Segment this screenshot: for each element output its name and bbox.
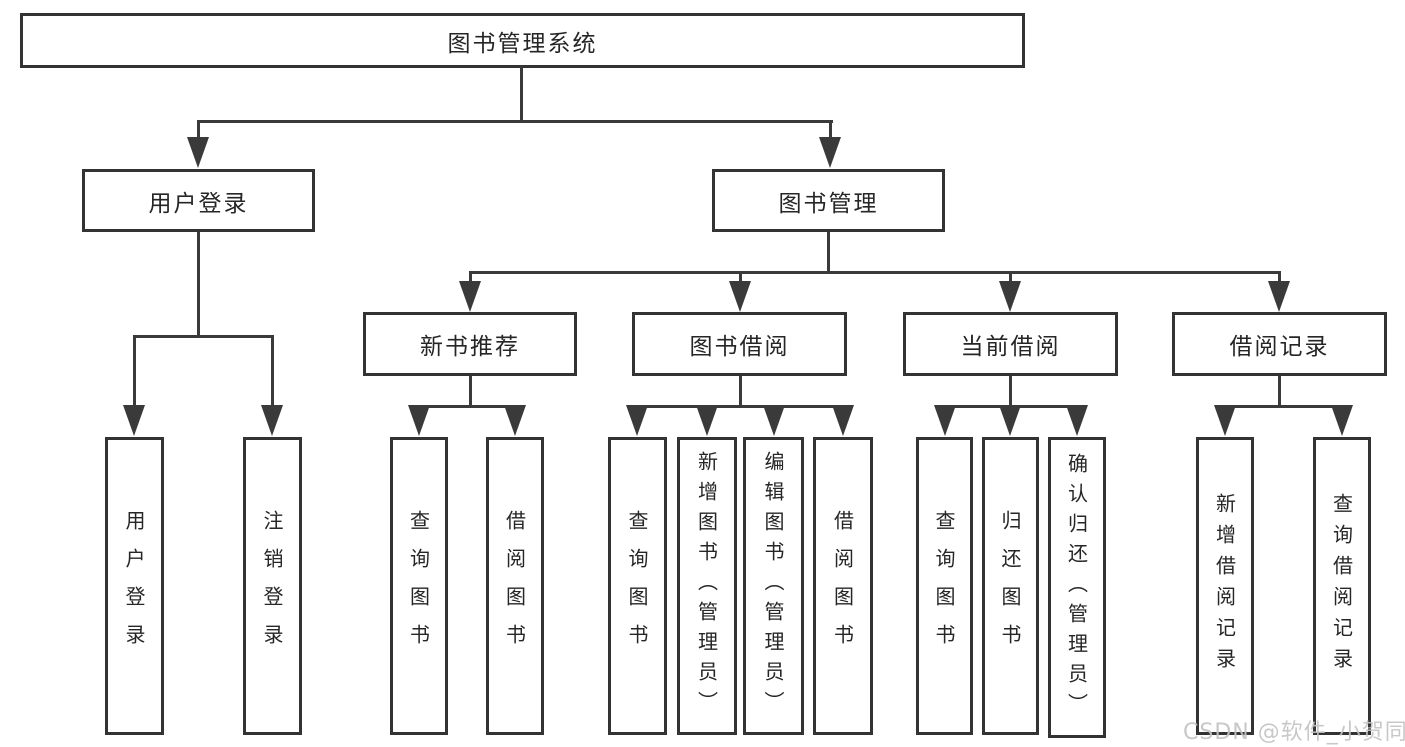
leaf-confirm-return-admin: 确认归还（管理员） [1048,437,1106,738]
connector-line [827,232,830,274]
connector-arrow [832,405,854,436]
connector-arrow [934,405,956,436]
connector-line [1224,405,1343,408]
connector-line [469,376,472,408]
node-current-borrow: 当前借阅 [903,312,1118,376]
connector-arrow [123,405,145,436]
connector-line [133,335,136,407]
leaf-label: 借阅图书 [502,510,527,662]
leaf-add-borrow-record: 新增借阅记录 [1196,437,1254,735]
leaf-label: 查询借阅记录 [1329,493,1354,679]
leaf-label: 新增图书（管理员） [694,451,719,721]
node-label: 图书借阅 [689,334,790,360]
connector-line [197,120,833,123]
connector-arrow [819,137,841,168]
connector-arrow [729,281,751,312]
leaf-logout: 注销登录 [243,437,302,735]
connector-line [829,120,832,142]
connector-line [271,335,274,407]
leaf-user-login: 用户登录 [105,437,164,735]
leaf-query-borrow-record: 查询借阅记录 [1313,437,1371,735]
connector-arrow [999,405,1021,436]
connector-line [520,66,523,122]
connector-arrow [763,405,785,436]
leaf-add-book-admin: 新增图书（管理员） [677,437,737,735]
leaf-query-book-borrow: 查询图书 [608,437,667,735]
connector-arrow [261,405,283,436]
node-label: 新书推荐 [420,334,520,360]
connector-arrow [1066,405,1088,436]
connector-line [197,232,200,338]
node-label: 借阅记录 [1229,334,1330,360]
node-label: 用户登录 [148,190,249,217]
connector-line [133,335,274,338]
connector-line [1278,271,1281,285]
connector-arrow [504,405,526,436]
leaf-label: 查询图书 [932,510,956,662]
connector-line [739,271,742,285]
leaf-label: 查询图书 [406,510,431,662]
leaf-label: 用户登录 [122,510,146,662]
connector-arrow [999,281,1021,312]
connector-arrow [1268,281,1290,312]
node-label: 图书管理 [778,190,879,217]
leaf-query-book-current: 查询图书 [916,437,973,735]
node-borrow-record: 借阅记录 [1172,312,1387,376]
leaf-query-book-recommend: 查询图书 [390,437,448,735]
leaf-label: 编辑图书（管理员） [761,451,785,721]
node-user-login: 用户登录 [82,169,315,232]
connector-arrow [1331,405,1353,436]
node-book-borrow: 图书借阅 [632,312,847,376]
connector-line [197,120,200,142]
connector-arrow [459,281,481,312]
node-new-book-recommend: 新书推荐 [363,312,577,376]
leaf-label: 确认归还（管理员） [1064,452,1089,723]
leaf-label: 归还图书 [998,510,1022,662]
leaf-return-book: 归还图书 [982,437,1039,735]
leaf-edit-book-admin: 编辑图书（管理员） [743,437,804,735]
connector-line [1009,271,1012,285]
leaf-label: 注销登录 [260,510,284,662]
connector-line [418,405,517,408]
connector-arrow [187,137,209,168]
leaf-label: 借阅图书 [830,510,855,662]
connector-line [1009,376,1012,408]
leaf-label: 新增借阅记录 [1212,493,1237,679]
node-label: 图书管理系统 [447,30,598,57]
node-library-management-system: 图书管理系统 [20,13,1025,68]
connector-line [1278,376,1281,408]
connector-arrow [408,405,430,436]
connector-line [469,271,472,285]
leaf-borrow-book-recommend: 借阅图书 [486,437,544,735]
leaf-borrow-book: 借阅图书 [813,437,873,735]
connector-line [636,405,844,408]
csdn-watermark: CSDN @软件_小贺同学 [1183,720,1405,745]
connector-line [739,376,742,408]
node-label: 当前借阅 [960,334,1061,360]
leaf-label: 查询图书 [625,510,649,662]
connector-arrow [696,405,718,436]
connector-line [469,271,1281,274]
connector-arrow [626,405,648,436]
node-book-management: 图书管理 [712,169,945,232]
connector-arrow [1214,405,1236,436]
